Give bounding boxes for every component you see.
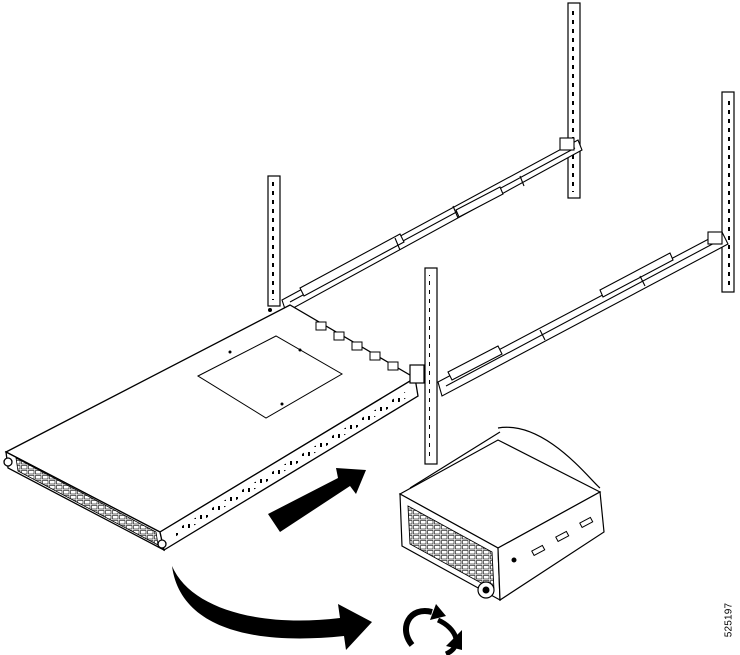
insert-direction-arrow [268,468,366,532]
rear-right-rack-post [567,2,581,199]
rear-fan-connectors [315,321,399,371]
detail-chassis-side [497,491,605,602]
chassis-access-plate [196,335,343,419]
figure-id-text: 525197 [723,602,735,638]
front-left-thumbscrew [3,457,13,467]
swing-arrow [172,566,372,650]
far-right-rack-post [721,91,735,293]
chassis-side-vents [172,392,406,538]
front-right-rack-post [409,267,438,465]
detail-side-slots [511,516,594,563]
front-right-thumbscrew [157,539,167,549]
rotate-screw-arrow-icon [403,604,462,655]
lower-slide-rail [437,231,729,397]
switch-chassis [3,304,419,552]
rear-left-rack-post [267,175,281,307]
detail-callout [398,426,605,602]
upper-slide-rail [281,137,583,313]
figure-id-label: 525197 [722,596,736,644]
